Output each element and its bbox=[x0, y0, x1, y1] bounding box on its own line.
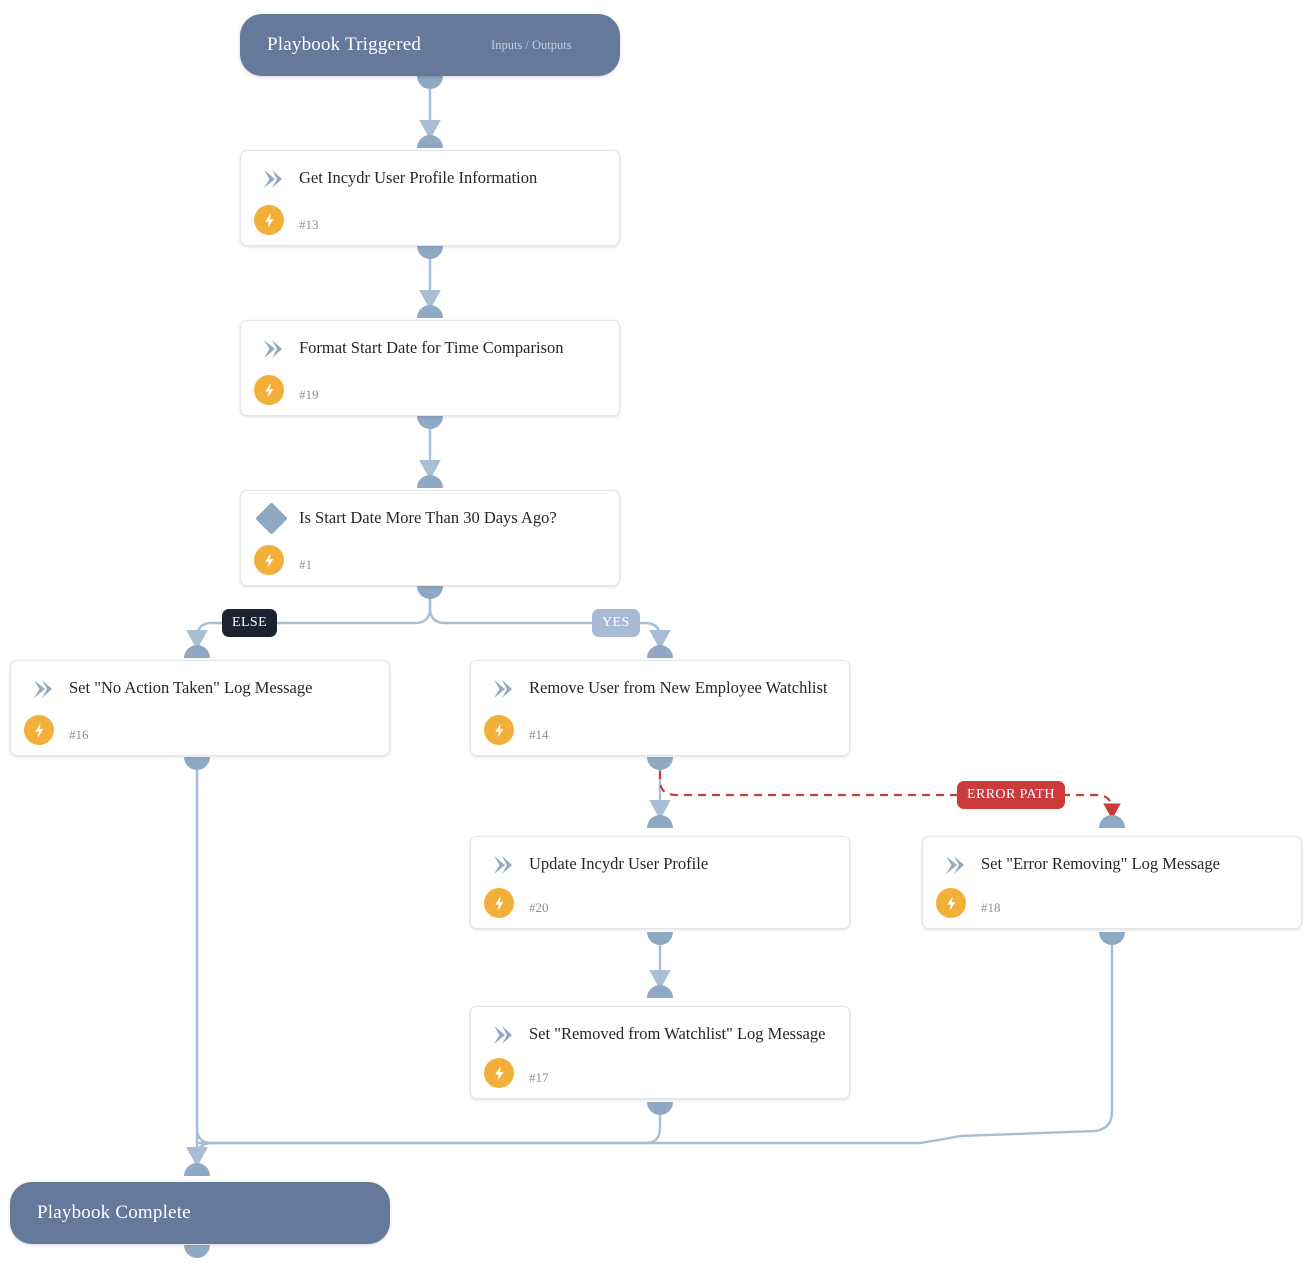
port-in-1 bbox=[417, 475, 443, 488]
node-number-19: #19 bbox=[299, 387, 319, 402]
playbook-triggered-title: Playbook Triggered bbox=[267, 34, 422, 55]
lightning-bolt-icon bbox=[936, 888, 966, 918]
node-title-18: Set "Error Removing" Log Message bbox=[981, 854, 1220, 873]
diamond-icon bbox=[255, 502, 288, 535]
chevron-right-icon bbox=[494, 856, 512, 874]
port-out-14 bbox=[647, 757, 673, 770]
port-out-19 bbox=[417, 416, 443, 429]
chevron-right-icon bbox=[494, 1026, 512, 1044]
edge-17-to-end bbox=[186, 1102, 662, 1167]
port-out-17 bbox=[647, 1102, 673, 1115]
chevron-right-icon bbox=[494, 680, 512, 698]
chevron-right-icon bbox=[264, 170, 282, 188]
inputs-outputs-link[interactable]: Inputs / Outputs bbox=[491, 37, 572, 52]
port-in-17 bbox=[647, 985, 673, 998]
node-card-16[interactable]: Set "No Action Taken" Log Message #16 bbox=[10, 660, 390, 756]
lightning-bolt-icon bbox=[484, 888, 514, 918]
node-card-14[interactable]: Remove User from New Employee Watchlist … bbox=[470, 660, 850, 756]
lightning-bolt-icon bbox=[484, 1058, 514, 1088]
lightning-bolt-icon bbox=[484, 715, 514, 745]
playbook-complete-title: Playbook Complete bbox=[37, 1202, 191, 1223]
node-card-1[interactable]: Is Start Date More Than 30 Days Ago? #1 bbox=[240, 490, 620, 586]
branch-label-error-path[interactable]: ERROR PATH bbox=[957, 781, 1065, 809]
lightning-bolt-icon bbox=[254, 545, 284, 575]
node-title-19: Format Start Date for Time Comparison bbox=[299, 338, 564, 357]
node-card-20[interactable]: Update Incydr User Profile #20 bbox=[470, 836, 850, 929]
node-card-13[interactable]: Get Incydr User Profile Information #13 bbox=[240, 150, 620, 246]
playbook-triggered-node[interactable]: Playbook Triggered Inputs / Outputs bbox=[240, 14, 620, 76]
node-title-14: Remove User from New Employee Watchlist bbox=[529, 678, 828, 697]
node-title-16: Set "No Action Taken" Log Message bbox=[69, 678, 313, 697]
node-number-18: #18 bbox=[981, 900, 1001, 915]
port-in-19 bbox=[417, 305, 443, 318]
chevron-right-icon bbox=[946, 856, 964, 874]
node-title-17: Set "Removed from Watchlist" Log Message bbox=[529, 1024, 826, 1043]
node-card-18[interactable]: Set "Error Removing" Log Message #18 bbox=[922, 836, 1302, 929]
node-card-17[interactable]: Set "Removed from Watchlist" Log Message… bbox=[470, 1006, 850, 1099]
port-out-13 bbox=[417, 246, 443, 259]
branch-label-yes[interactable]: YES bbox=[592, 609, 640, 637]
node-title-13: Get Incydr User Profile Information bbox=[299, 168, 538, 187]
port-out-start bbox=[417, 76, 443, 89]
port-out-1 bbox=[417, 586, 443, 599]
port-out-16 bbox=[184, 757, 210, 770]
port-in-end bbox=[184, 1163, 210, 1176]
port-in-20 bbox=[647, 815, 673, 828]
lightning-bolt-icon bbox=[254, 205, 284, 235]
port-in-16 bbox=[184, 645, 210, 658]
port-in-13 bbox=[417, 135, 443, 148]
port-out-20 bbox=[647, 932, 673, 945]
edge-16-to-end-stem bbox=[195, 757, 213, 1145]
node-title-20: Update Incydr User Profile bbox=[529, 854, 709, 873]
node-number-20: #20 bbox=[529, 900, 549, 915]
node-card-19[interactable]: Format Start Date for Time Comparison #1… bbox=[240, 320, 620, 416]
node-number-16: #16 bbox=[69, 727, 89, 742]
lightning-bolt-icon bbox=[24, 715, 54, 745]
port-out-end bbox=[184, 1245, 210, 1258]
branch-label-else[interactable]: ELSE bbox=[222, 609, 278, 637]
chevron-right-icon bbox=[34, 680, 52, 698]
port-in-18 bbox=[1099, 815, 1125, 828]
node-number-17: #17 bbox=[529, 1070, 549, 1085]
node-title-1: Is Start Date More Than 30 Days Ago? bbox=[299, 508, 557, 527]
playbook-complete-node[interactable]: Playbook Complete bbox=[10, 1182, 390, 1244]
node-number-1: #1 bbox=[299, 557, 312, 572]
node-number-13: #13 bbox=[299, 217, 319, 232]
port-in-14 bbox=[647, 645, 673, 658]
chevron-right-icon bbox=[264, 340, 282, 358]
lightning-bolt-icon bbox=[254, 375, 284, 405]
node-number-14: #14 bbox=[529, 727, 549, 742]
port-out-18 bbox=[1099, 932, 1125, 945]
